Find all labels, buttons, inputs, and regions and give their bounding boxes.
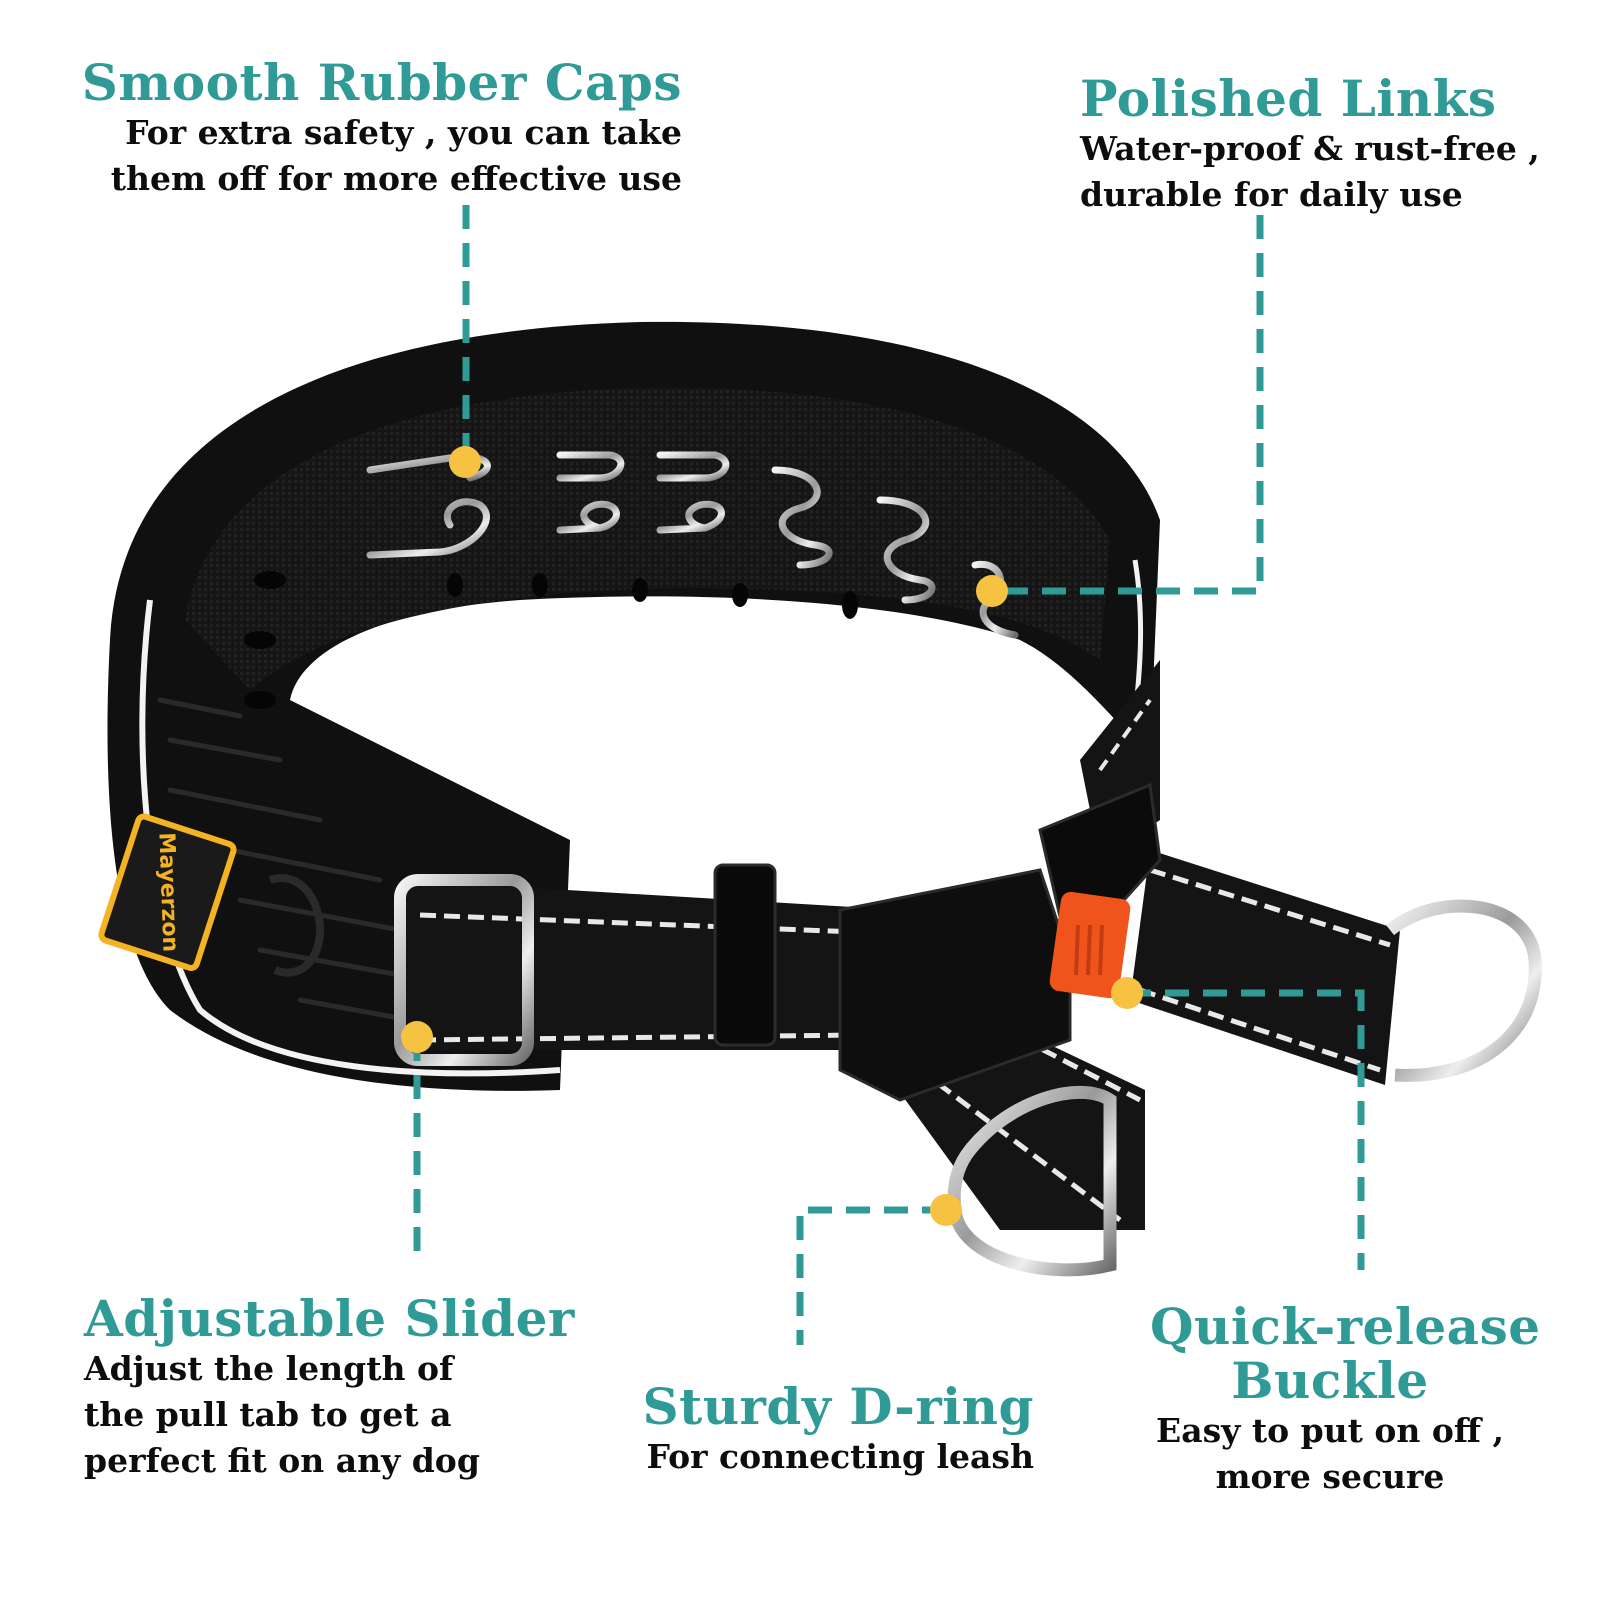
lower-d-ring [947,1085,1117,1277]
links-marker-dot [976,575,1008,607]
callout-polished-links: Polished Links Water-proof & rust-free ,… [1080,72,1540,218]
callout-title: Quick-release [1150,1297,1541,1356]
side-d-ring [268,874,325,977]
caps-marker-dot [449,446,481,478]
svg-text:Mayerzon: Mayerzon [153,832,182,953]
callout-lines [413,205,1365,1345]
quick-release-buckle-shape [838,782,1162,1102]
callout-markers [401,446,1143,1226]
callout-title: Buckle [1231,1351,1429,1410]
callout-desc-line: For connecting leash [646,1437,1034,1476]
callout-desc-line: perfect fit on any dog [84,1441,480,1480]
rubber-caps [244,571,858,709]
slider-buckle [394,874,534,1066]
callout-desc-line: durable for daily use [1080,175,1463,214]
buckle-marker-dot [1111,977,1143,1009]
right-d-ring [1385,899,1542,1082]
callout-smooth-rubber-caps: Smooth Rubber Caps For extra safety , yo… [82,56,682,202]
callout-title: Adjustable Slider [84,1289,575,1348]
callout-title: Smooth Rubber Caps [81,53,682,112]
links-leader-line [992,215,1264,595]
prong-links [366,451,1019,639]
brand-label: Mayerzon [98,813,237,971]
callout-title: Sturdy D-ring [642,1377,1034,1436]
callout-title: Polished Links [1080,69,1497,128]
callout-desc-line: Water-proof & rust-free , [1080,129,1540,168]
callout-sturdy-d-ring: Sturdy D-ring For connecting leash [642,1380,1034,1480]
callout-desc-line: Adjust the length of [84,1349,454,1388]
dring-leader-line [796,1206,946,1345]
callout-desc-line: Easy to put on off , [1156,1411,1504,1450]
callout-quick-release-buckle: Quick-release Buckle Easy to put on off … [1150,1297,1541,1500]
slider-marker-dot [401,1021,433,1053]
callout-adjustable-slider: Adjustable Slider Adjust the length of t… [84,1292,575,1484]
callout-desc-line: them off for more effective use [110,159,682,198]
dring-marker-dot [930,1194,962,1226]
callout-desc-line: more secure [1215,1457,1445,1496]
buckle-leader-line [1127,989,1365,1270]
callout-desc-line: the pull tab to get a [84,1395,452,1434]
callout-desc-line: For extra safety , you can take [125,113,682,152]
strap-keeper [713,863,777,1047]
